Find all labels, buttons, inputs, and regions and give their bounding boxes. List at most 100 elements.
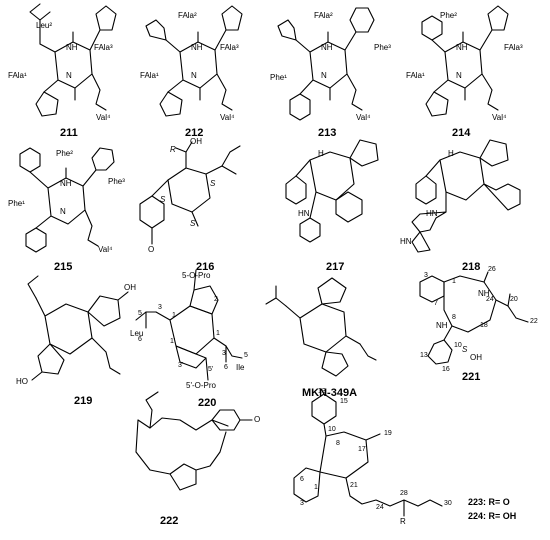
residue-label: Ile: [236, 363, 245, 372]
atom-number: 1: [172, 312, 176, 319]
residue-label: FAla¹: [406, 71, 425, 80]
atom-number: 13: [420, 352, 428, 359]
atom-h: H: [318, 149, 324, 158]
atom-r: R: [400, 517, 406, 526]
atom-oh: OH: [124, 283, 136, 292]
atom-number: 3: [424, 272, 428, 279]
stereo-label: S: [210, 179, 216, 188]
stereo-label: S: [160, 195, 166, 204]
atom-number: 5': [208, 366, 214, 373]
residue-label: Val⁴: [98, 245, 113, 254]
atom-number: 3': [178, 362, 184, 369]
stereo-label: S: [190, 219, 196, 228]
atom-o: O: [254, 415, 261, 424]
stereo-label: S: [462, 345, 468, 354]
atom-nh: NH: [60, 179, 72, 188]
atom-number: 5: [244, 352, 248, 359]
structure-217: [285, 139, 379, 243]
structure-214: [421, 5, 509, 117]
atom-n: N: [456, 71, 462, 80]
atom-number: 18: [480, 322, 488, 329]
structure-221: [419, 271, 529, 365]
structure-212: [145, 5, 243, 117]
atom-number: 1: [452, 278, 456, 285]
atom-number: 24: [376, 504, 384, 511]
atom-number: 6: [138, 336, 142, 343]
residue-label: Phe²: [440, 11, 457, 20]
atom-oh: OH: [190, 137, 202, 146]
atom-nh: NH: [478, 289, 490, 298]
r-label-224: 224: R= OH: [468, 511, 517, 521]
atom-number: 3: [158, 304, 162, 311]
structure-mkn-349a: [265, 277, 377, 377]
atom-number: 24: [486, 296, 494, 303]
residue-label: FAla³: [220, 43, 239, 52]
structure-218: [411, 139, 521, 253]
atom-o: O: [148, 245, 155, 254]
atom-number: 3: [300, 500, 304, 507]
atom-hn: HN: [400, 237, 412, 246]
structure-220: [135, 269, 243, 381]
structure-215: [19, 147, 115, 253]
atom-n: N: [66, 71, 72, 80]
atom-number: 28: [400, 490, 408, 497]
residue-label: Val⁴: [96, 113, 111, 122]
atom-number: 15: [340, 398, 348, 405]
residue-label: Leu²: [36, 21, 53, 30]
atom-nh: NH: [66, 43, 78, 52]
compound-label-mkn-349a: MKN-349A: [302, 387, 358, 399]
atom-nh: NH: [191, 43, 203, 52]
atom-number: 6: [300, 476, 304, 483]
residue-label: Phe¹: [8, 199, 25, 208]
residue-label: FAla¹: [8, 71, 27, 80]
structure-211: [29, 3, 117, 117]
compound-label-212: 212: [185, 127, 204, 139]
atom-number: 8: [452, 314, 456, 321]
atom-n: N: [60, 207, 66, 216]
compound-label-222: 222: [160, 515, 179, 527]
residue-label: FAla²: [314, 11, 333, 20]
residue-label: Val⁴: [356, 113, 371, 122]
atom-number: 1: [314, 484, 318, 491]
compound-label-219: 219: [74, 395, 93, 407]
compound-label-214: 214: [452, 127, 471, 139]
atom-n: N: [321, 71, 327, 80]
compound-label-217: 217: [326, 261, 345, 273]
atom-number: 7: [434, 300, 438, 307]
residue-label: FAla²: [178, 11, 197, 20]
atom-number: 26: [488, 266, 496, 273]
atom-nh: NH: [321, 43, 333, 52]
atom-number: 22: [530, 318, 538, 325]
residue-label: FAla³: [94, 43, 113, 52]
atom-number: 19: [384, 430, 392, 437]
atom-number: 8: [336, 440, 340, 447]
compound-label-211: 211: [60, 127, 78, 139]
residue-label: Phe³: [108, 177, 125, 186]
structure-223-224: [293, 393, 443, 517]
atom-number: 20: [510, 296, 518, 303]
atom-number: 1: [216, 330, 220, 337]
atom-number: 16: [442, 366, 450, 373]
compound-label-213: 213: [318, 127, 337, 139]
structure-213: [277, 7, 375, 121]
atom-number: 13: [318, 388, 326, 395]
atom-n: N: [191, 71, 197, 80]
r-label-223: 223: R= O: [468, 497, 510, 507]
atom-number: 10: [454, 342, 462, 349]
atom-number: 17: [358, 446, 366, 453]
residue-label: 5-O-Pro: [182, 271, 211, 280]
residue-label: Phe¹: [270, 73, 287, 82]
residue-label: FAla³: [504, 43, 523, 52]
atom-number: 6: [224, 364, 228, 371]
atom-oh: OH: [470, 353, 482, 362]
atom-h: H: [448, 149, 454, 158]
residue-label: Phe³: [374, 43, 391, 52]
atom-nh: NH: [436, 321, 448, 330]
structure-216: [139, 141, 241, 245]
atom-ho: HO: [16, 377, 28, 386]
structure-219: [27, 275, 129, 381]
structure-222: [135, 391, 253, 491]
compound-label-216: 216: [196, 261, 215, 273]
